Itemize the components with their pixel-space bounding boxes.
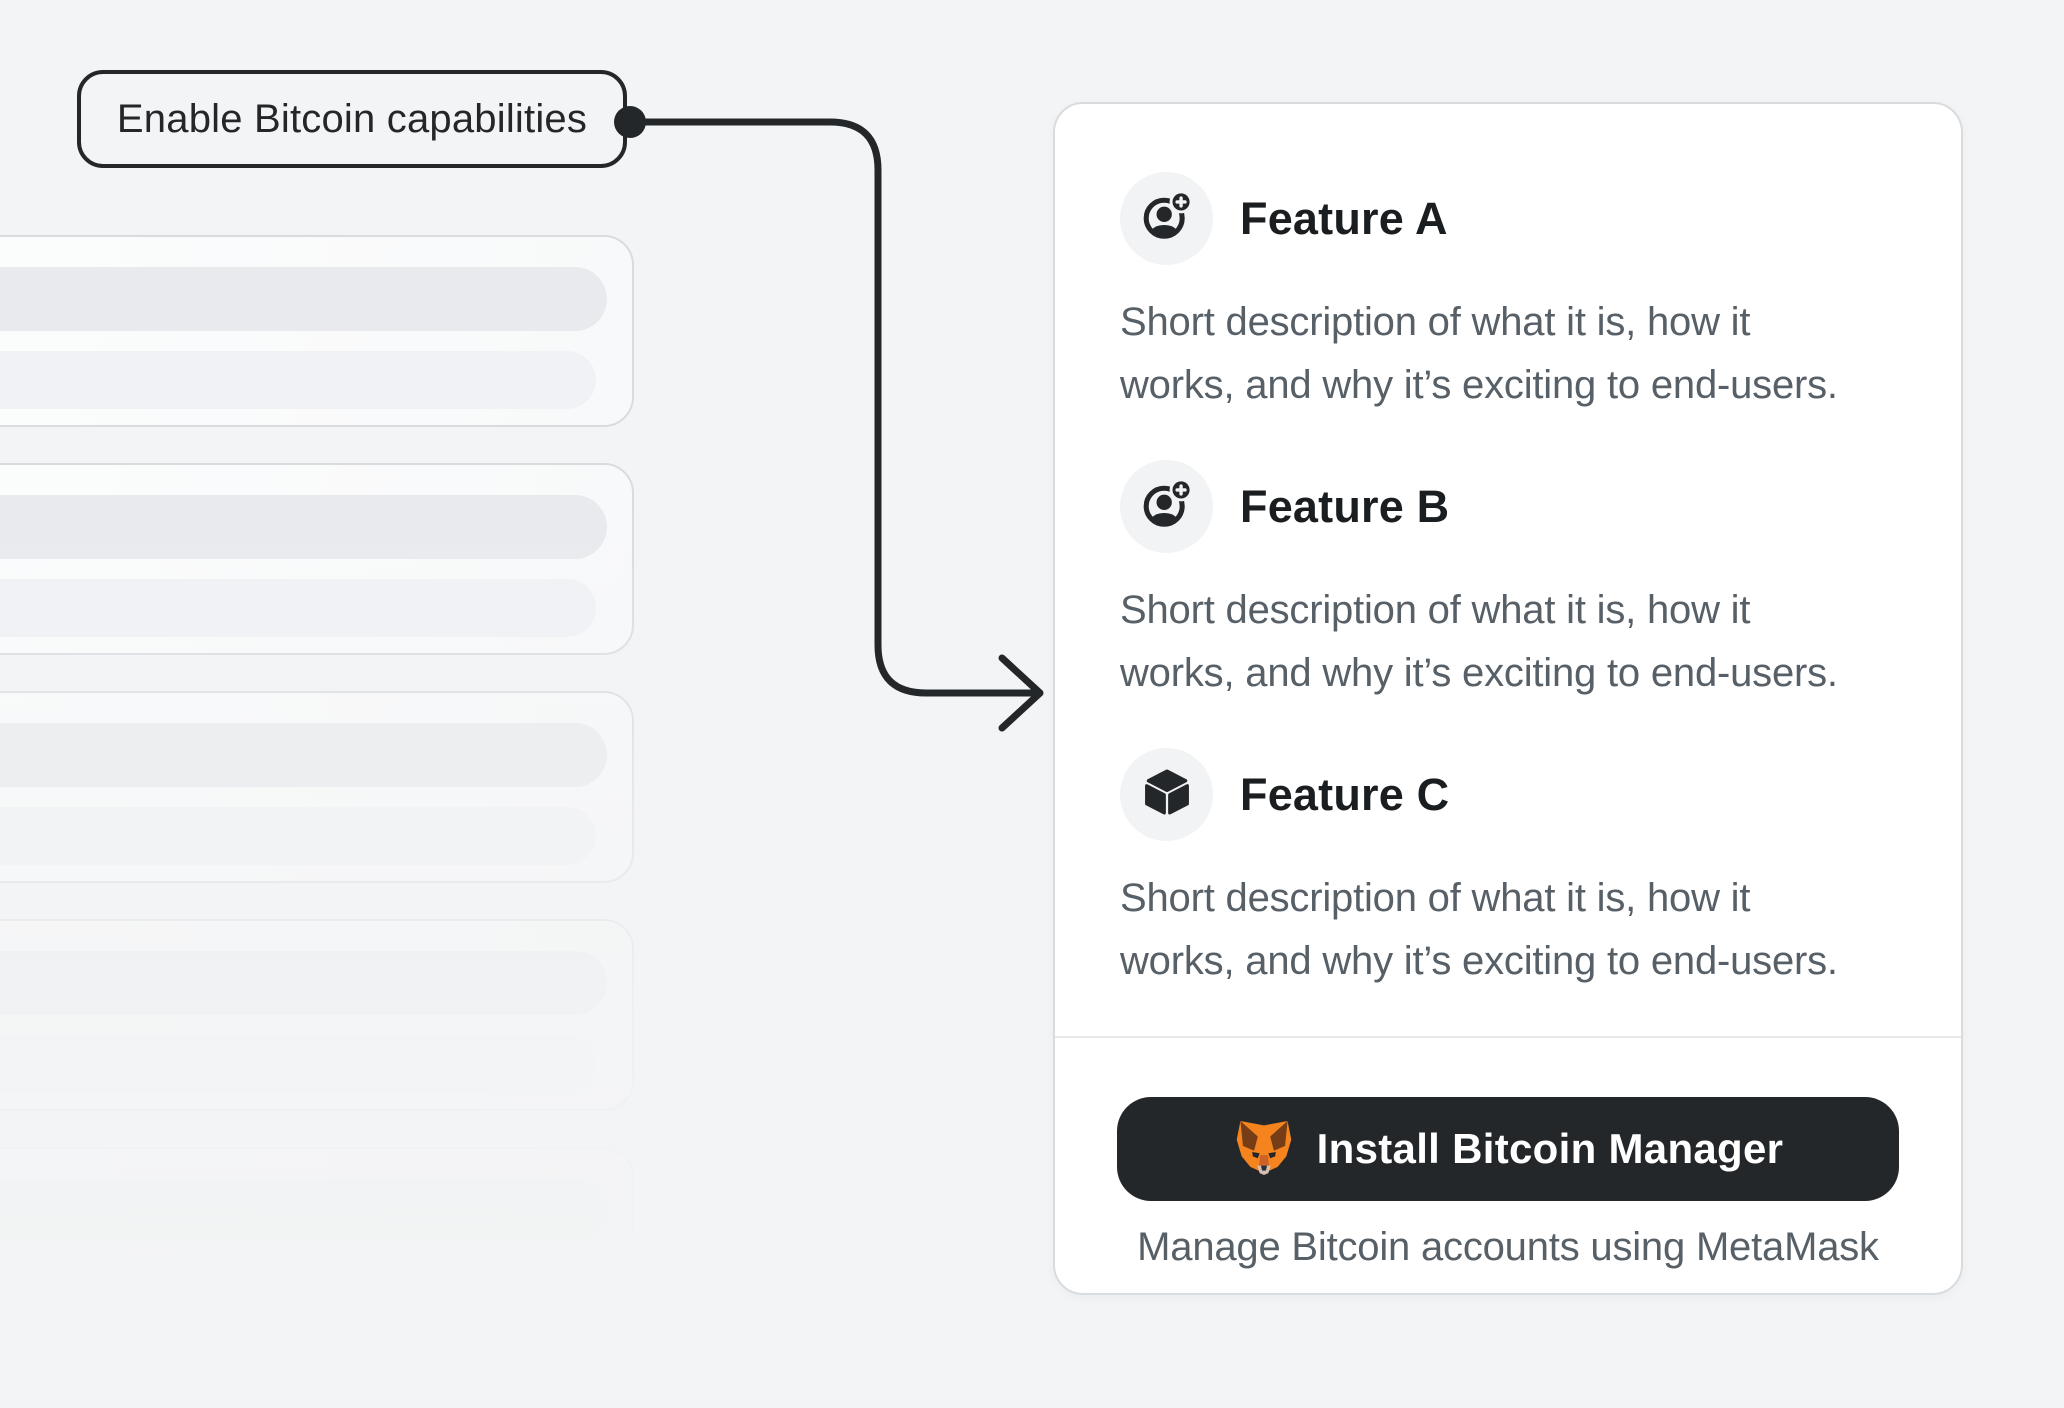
skeleton-bar [0,351,596,409]
feature-c-description: Short description of what it is, how it … [1120,867,1896,993]
cube-icon [1140,765,1194,824]
feature-section-b: Feature B Short description of what it i… [1120,460,1896,705]
feature-c-desc-line1: Short description of what it is, how it [1120,876,1751,920]
skeleton-bar [0,1035,596,1093]
annotation-label: Enable Bitcoin capabilities [77,70,627,168]
metamask-fox-icon [1233,1119,1295,1180]
skeleton-bar [0,1179,607,1243]
skeleton-bar [0,951,607,1015]
feature-b-title: Feature B [1240,480,1450,532]
skeleton-card [0,919,634,1111]
skeleton-card [0,1147,634,1339]
feature-c-desc-line2: works, and why it’s exciting to end-user… [1120,939,1838,983]
skeleton-bar [0,1263,596,1321]
account-add-icon [1140,477,1194,536]
install-button-label: Install Bitcoin Manager [1316,1125,1784,1172]
feature-section-c: Feature C Short description of what it i… [1120,748,1896,993]
skeleton-bar [0,495,607,559]
skeleton-card [0,235,634,427]
feature-b-description: Short description of what it is, how it … [1120,579,1896,705]
feature-a-header: Feature A [1120,172,1896,265]
install-bitcoin-manager-button[interactable]: Install Bitcoin Manager [1117,1097,1899,1201]
account-add-icon [1140,189,1194,248]
annotation-label-text: Enable Bitcoin capabilities [116,96,588,141]
feature-a-desc-line1: Short description of what it is, how it [1120,300,1751,344]
feature-a-icon-circle [1120,172,1213,265]
skeleton-bar [0,723,607,787]
feature-b-icon-circle [1120,460,1213,553]
skeleton-card [0,463,634,655]
feature-card: Feature A Short description of what it i… [1053,102,1963,1295]
skeleton-card [0,691,634,883]
feature-card-footer: Install Bitcoin Manager Manage Bitcoin a… [1055,1036,1961,1293]
feature-b-header: Feature B [1120,460,1896,553]
feature-card-body: Feature A Short description of what it i… [1055,104,1961,1036]
feature-c-header: Feature C [1120,748,1896,841]
feature-b-desc-line2: works, and why it’s exciting to end-user… [1120,651,1838,695]
skeleton-bar [0,807,596,865]
feature-section-a: Feature A Short description of what it i… [1120,172,1896,417]
feature-a-desc-line2: works, and why it’s exciting to end-user… [1120,363,1838,407]
footer-caption: Manage Bitcoin accounts using MetaMask [1137,1225,1879,1269]
feature-b-desc-line1: Short description of what it is, how it [1120,588,1751,632]
feature-c-title: Feature C [1240,768,1450,820]
feature-a-title: Feature A [1240,192,1448,244]
feature-c-icon-circle [1120,748,1213,841]
skeleton-bar [0,579,596,637]
feature-a-description: Short description of what it is, how it … [1120,291,1896,417]
skeleton-bar [0,267,607,331]
